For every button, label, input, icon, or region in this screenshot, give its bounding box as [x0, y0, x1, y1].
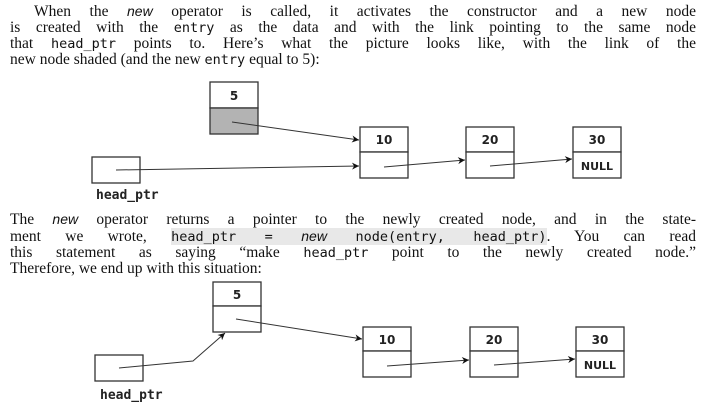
node-value: 10: [379, 333, 396, 347]
text-line: new node shaded (and the new entry equal…: [10, 51, 696, 69]
text: When the: [34, 3, 127, 20]
link-arrow: [386, 357, 470, 367]
null-link: NULL: [581, 160, 613, 173]
code: node(entry, head_ptr): [326, 229, 547, 245]
new-node: 5: [209, 81, 259, 135]
text-line: that head_ptr points to. Here’s what the…: [10, 35, 696, 53]
text: point to the newly created node.”: [368, 244, 696, 261]
head-ptr-label: head_ptr: [100, 388, 163, 403]
node-30: 30 NULL: [575, 326, 625, 378]
text-line: ment we wrote, head_ptr = new node(entry…: [10, 228, 696, 245]
node-value: 5: [230, 89, 238, 103]
text: . You can read: [546, 228, 697, 245]
text: ment we wrote,: [10, 228, 172, 245]
text: The: [10, 211, 53, 228]
text: Therefore, we end up with this situation…: [10, 260, 262, 277]
text: this statement as saying “make: [10, 244, 304, 261]
node-value: 5: [233, 288, 241, 302]
node-data-cell: [212, 281, 262, 307]
node-10: 10: [362, 326, 412, 378]
code-head-ptr: head_ptr: [303, 245, 369, 261]
text: new node shaded (and the new: [10, 51, 205, 68]
node-10: 10: [359, 126, 409, 179]
diagram-after: 5 head_ptr 10 20 30 NULL: [94, 281, 625, 403]
text: that: [10, 35, 51, 52]
text-line: is created with the entry as the data an…: [10, 19, 696, 37]
code-statement: head_ptr = new node(entry, head_ptr): [171, 228, 547, 245]
text: is created with the: [10, 19, 174, 36]
code-head-ptr: head_ptr: [50, 36, 117, 52]
node-value: 20: [482, 133, 499, 147]
code-entry: entry: [204, 52, 246, 68]
code-entry: entry: [173, 20, 215, 36]
text-line: Therefore, we end up with this situation…: [10, 261, 696, 277]
node-value: 10: [376, 133, 393, 147]
italic-new: new: [127, 3, 153, 19]
text: operator returns a pointer to the newly …: [78, 211, 696, 228]
diagram-before: 5 head_ptr 10 20 30 NULL: [91, 81, 622, 203]
link-arrow: [231, 121, 360, 143]
node-value: 30: [592, 333, 609, 347]
node-20: 20: [465, 126, 515, 179]
italic-new: new: [301, 228, 327, 244]
node-30: 30 NULL: [572, 126, 622, 179]
node-20: 20: [469, 326, 519, 378]
link-arrow: [383, 157, 466, 168]
new-node: 5: [212, 281, 262, 333]
paragraph-intro: When the new operator is called, it acti…: [10, 3, 696, 68]
code: head_ptr =: [171, 229, 302, 245]
link-arrow: [118, 332, 226, 369]
text-line: The new operator returns a pointer to th…: [10, 211, 696, 228]
text: operator is called, it activates the con…: [152, 3, 697, 20]
text: points to. Here’s what the picture looks…: [116, 35, 696, 52]
paragraph-explanation: The new operator returns a pointer to th…: [10, 211, 696, 277]
link-arrow: [493, 356, 576, 366]
node-value: 20: [486, 333, 503, 347]
text: equal to 5):: [245, 51, 320, 68]
link-arrow: [235, 318, 363, 342]
link-arrow: [115, 162, 360, 171]
italic-new: new: [52, 211, 79, 227]
null-link: NULL: [584, 359, 616, 372]
text-line: this statement as saying “make head_ptr …: [10, 244, 696, 262]
node-link-cell-shaded: [209, 107, 259, 135]
node-value: 30: [589, 133, 606, 147]
text-line: When the new operator is called, it acti…: [10, 3, 696, 20]
head-ptr-label: head_ptr: [96, 188, 159, 203]
link-arrow: [489, 156, 573, 167]
text: as the data and with the link pointing t…: [214, 19, 696, 36]
